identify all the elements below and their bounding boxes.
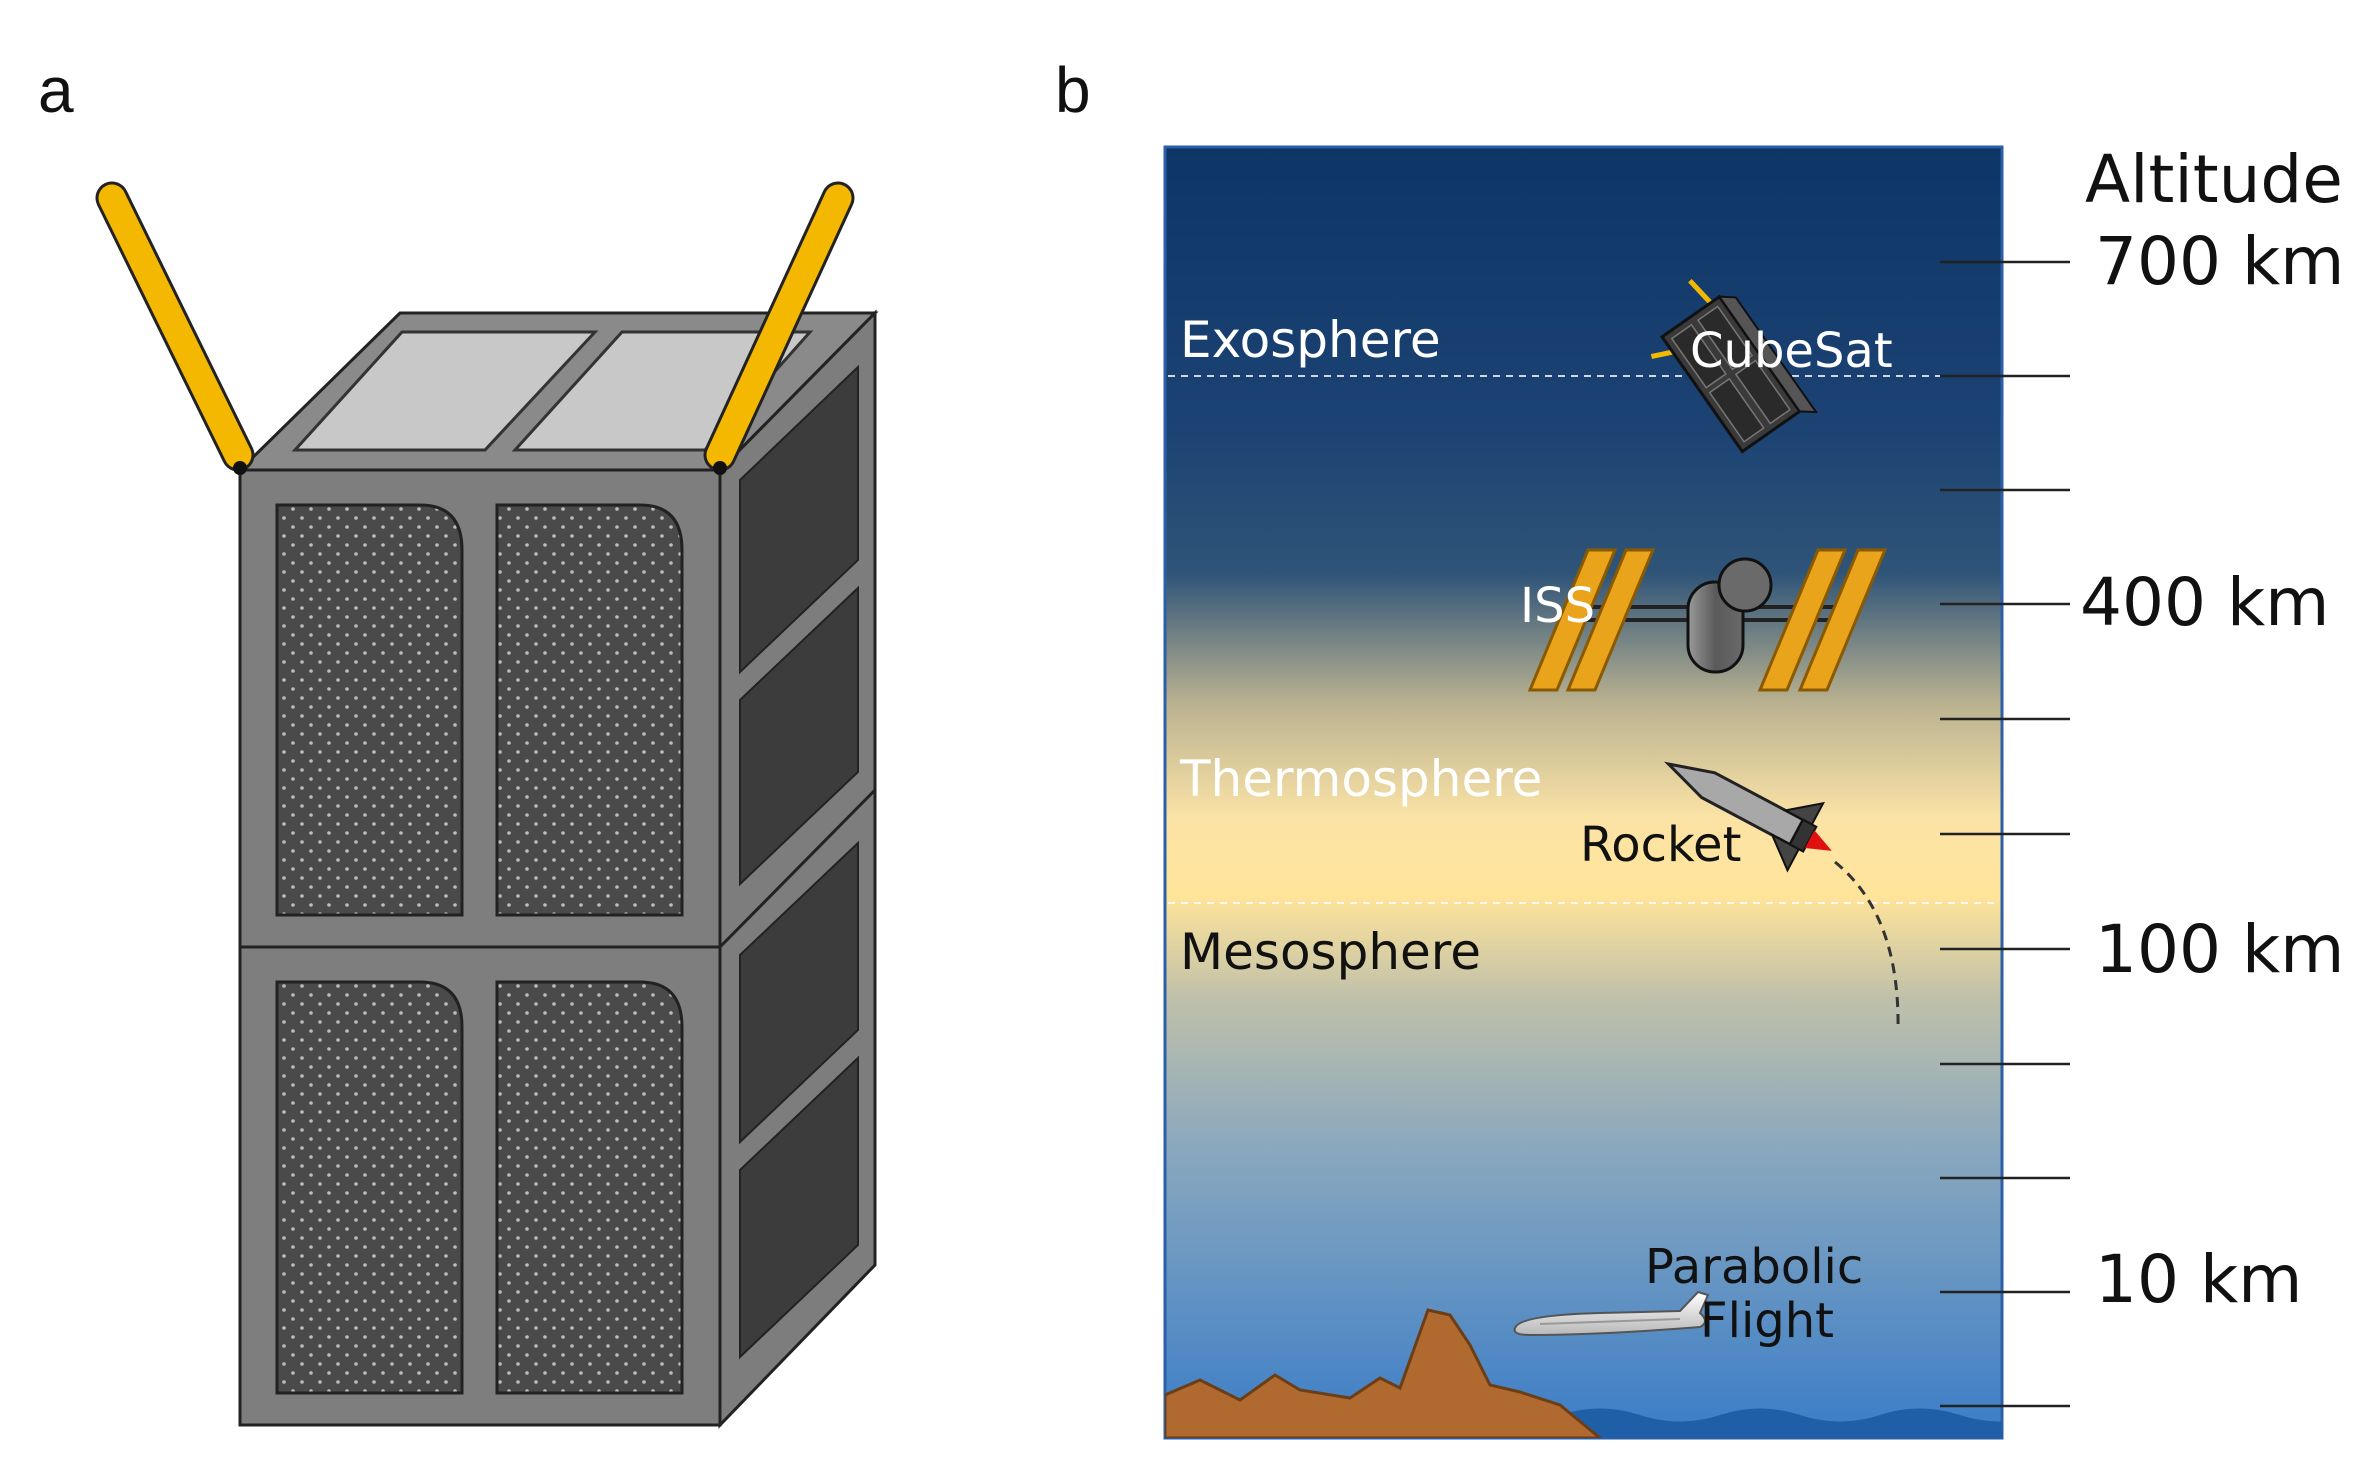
side-panel-3 [739,840,859,1145]
altitude-ticks [1940,260,2070,1408]
parabolic-flight-label-line2: Flight [1700,1293,1834,1349]
cubesat-icon [1650,278,1819,454]
side-panel-2 [739,585,859,887]
atmosphere-column [1163,145,2004,1440]
altitude-100km: 100 km [2095,911,2344,988]
side-panel-1 [739,364,859,675]
mountains [1165,1308,1603,1438]
cubesat-label: CubeSat [1690,323,1893,379]
panel-b-label: b [1055,54,1091,126]
exosphere-label: Exosphere [1180,311,1441,369]
panel-a-label: a [38,54,74,126]
top-panel-right [511,330,814,452]
parabolic-flight-label-line1: Parabolic [1645,1239,1863,1295]
cubesat-illustration [95,181,879,1429]
mesosphere-label: Mesosphere [1180,923,1481,981]
altitude-400km: 400 km [2080,564,2329,641]
front-panel-3 [275,980,464,1395]
rocket-label: Rocket [1580,817,1741,873]
iss-icon [1527,548,1888,692]
side-panel-4 [739,1055,859,1360]
rocket-icon [1664,761,1832,873]
water [1560,1408,2002,1438]
front-panel-4 [495,980,684,1395]
rocket-trajectory [1834,860,1900,1031]
thermosphere-label: Thermosphere [1179,750,1542,808]
iss-label: ISS [1520,578,1595,634]
ground [1165,1308,2002,1438]
altitude-700km: 700 km [2095,223,2344,300]
airplane-icon [1513,1290,1710,1337]
altitude-10km: 10 km [2095,1241,2302,1318]
front-panel-1 [275,503,464,917]
front-panel-2 [495,503,684,917]
top-panel-left [291,330,599,452]
altitude-title: Altitude [2085,141,2343,218]
